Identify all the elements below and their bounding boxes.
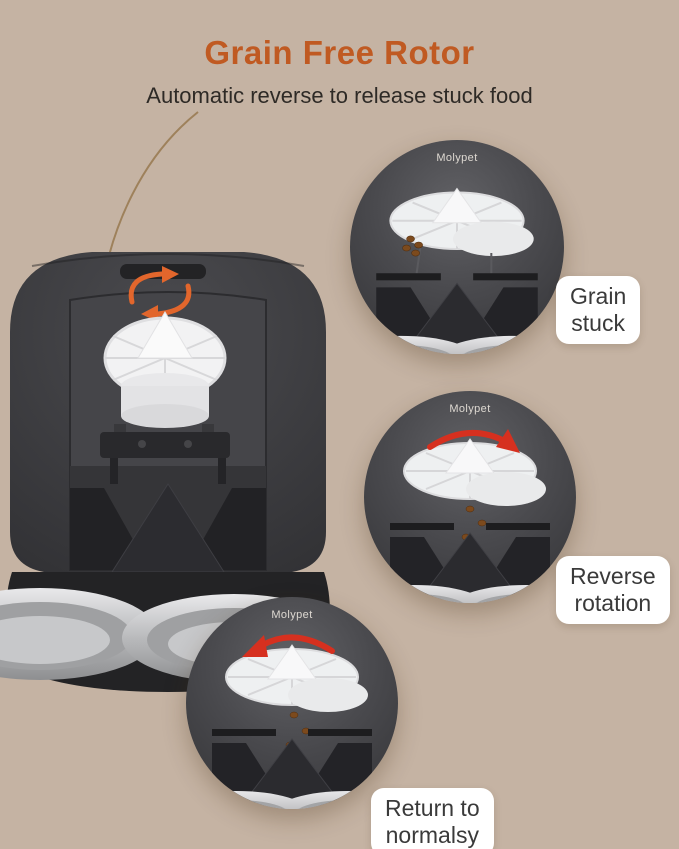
step-circle-reverse-rotation: Molypet xyxy=(364,391,576,603)
inset-rotor xyxy=(225,644,368,712)
step2-illustration xyxy=(364,429,576,603)
inset-rotor xyxy=(389,187,534,257)
badge-line: Reverse xyxy=(570,563,656,589)
inset-chute xyxy=(212,729,372,806)
feeder-mechanism xyxy=(100,424,230,484)
feeder-bowl-left xyxy=(0,588,158,680)
step-badge-return-normal: Return to normalsy xyxy=(371,788,494,849)
forward-arrow-icon xyxy=(242,634,335,657)
feeder-chute xyxy=(70,483,266,573)
step-circle-grain-stuck: Molypet xyxy=(350,140,564,354)
inset-bowls xyxy=(350,335,564,354)
badge-line: Return to xyxy=(385,795,480,821)
step-badge-grain-stuck: Grain stuck xyxy=(556,276,641,345)
page-subtitle: Automatic reverse to release stuck food xyxy=(146,83,533,108)
brand-watermark: Molypet xyxy=(449,403,491,415)
badge-line: normalsy xyxy=(385,822,479,849)
badge-line: stuck xyxy=(571,310,625,337)
inset-chute xyxy=(390,523,550,600)
reverse-arrow-icon xyxy=(427,429,520,453)
stuck-kibble-group xyxy=(402,235,423,257)
inset-rotor xyxy=(403,438,546,506)
inset-chute xyxy=(376,273,538,351)
step-badge-reverse-rotation: Reverse rotation xyxy=(556,556,670,625)
badge-line: rotation xyxy=(574,590,652,617)
step-circle-return-normal: Molypet xyxy=(186,597,398,809)
brand-watermark: Molypet xyxy=(436,152,478,164)
feeder-rotor xyxy=(103,311,227,428)
step1-illustration xyxy=(350,187,564,354)
inset-bowls xyxy=(364,585,576,603)
brand-watermark: Molypet xyxy=(271,609,313,621)
page-title: Grain Free Rotor xyxy=(204,34,475,71)
step3-illustration xyxy=(186,634,398,809)
badge-line: Grain xyxy=(570,283,627,309)
